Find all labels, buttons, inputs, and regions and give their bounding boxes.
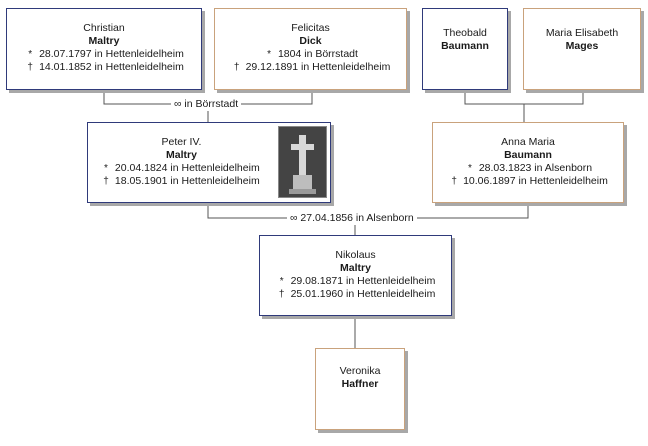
birth-event: * 29.08.1871 in Hettenleidelheim [260,275,451,288]
birth-event: * 28.03.1823 in Alsenborn [433,162,623,175]
surname: Maltry [340,262,371,274]
person-anna-maria[interactable]: Anna Maria Baumann * 28.03.1823 in Alsen… [432,122,624,203]
surname: Haffner [341,378,379,390]
given-name: Veronika [339,365,381,377]
birth-icon: * [279,276,284,287]
birth-text: 1804 in Börrstadt [277,48,358,60]
death-icon: † [278,289,285,300]
marriage-icon: ∞ [174,98,182,110]
death-text: 25.01.1960 in Hettenleidelheim [290,288,436,300]
given-name: Felicitas [291,22,330,34]
birth-icon: * [28,49,33,60]
gravestone-cross-icon [279,127,326,197]
marriage-label-peter-anna: ∞ 27.04.1856 in Alsenborn [287,212,417,225]
marriage-text: 27.04.1856 in Alsenborn [300,212,414,224]
person-christian[interactable]: Christian Maltry * 28.07.1797 in Hettenl… [6,8,202,90]
birth-text: 20.04.1824 in Hettenleidelheim [114,162,260,174]
surname: Baumann [504,149,552,161]
person-theobald[interactable]: Theobald Baumann [422,8,508,90]
connector-theobald-maria [464,90,584,105]
given-name: Anna Maria [501,136,555,148]
birth-icon: * [104,163,108,174]
death-event: † 14.01.1852 in Hettenleidelheim [7,61,201,74]
death-event: † 29.12.1891 in Hettenleidelheim [215,61,406,74]
given-name: Christian [83,22,125,34]
death-event: † 18.05.1901 in Hettenleidelheim [100,175,330,188]
birth-event: * 1804 in Börrstadt [215,48,406,61]
surname: Dick [299,35,322,47]
marriage-label-christian-felicitas: ∞ in Börrstadt [171,98,242,111]
given-name: Maria Elisabeth [545,27,619,39]
death-icon: † [233,62,240,73]
death-text: 29.12.1891 in Hettenleidelheim [245,61,391,73]
birth-text: 29.08.1871 in Hettenleidelheim [290,275,436,287]
gravestone-photo[interactable] [278,126,327,198]
person-veronika[interactable]: Veronika Haffner [315,348,405,430]
marriage-icon: ∞ [290,212,298,224]
birth-event: * 28.07.1797 in Hettenleidelheim [7,48,201,61]
given-name: Nikolaus [335,249,376,261]
death-icon: † [103,176,109,187]
person-felicitas[interactable]: Felicitas Dick * 1804 in Börrstadt † 29.… [214,8,407,90]
given-name: Theobald [443,27,487,39]
surname: Mages [565,40,599,52]
given-name: Peter IV. [161,136,202,148]
birth-text: 28.07.1797 in Hettenleidelheim [39,48,184,60]
birth-text: 28.03.1823 in Alsenborn [478,162,593,174]
surname: Maltry [166,149,197,161]
death-event: † 25.01.1960 in Hettenleidelheim [260,288,451,301]
death-text: 18.05.1901 in Hettenleidelheim [114,175,260,187]
person-maria-elisabeth[interactable]: Maria Elisabeth Mages [523,8,641,90]
death-text: 10.06.1897 in Hettenleidelheim [463,175,608,187]
death-icon: † [27,62,33,73]
birth-icon: * [267,49,271,60]
birth-event: * 20.04.1824 in Hettenleidelheim [100,162,330,175]
surname: Baumann [441,40,489,52]
death-text: 14.01.1852 in Hettenleidelheim [39,61,184,73]
death-icon: † [451,176,457,187]
birth-icon: * [467,163,472,174]
death-event: † 10.06.1897 in Hettenleidelheim [433,175,623,188]
marriage-text: in Börrstadt [184,98,239,110]
person-nikolaus[interactable]: Nikolaus Maltry * 29.08.1871 in Hettenle… [259,235,452,316]
surname: Maltry [88,35,120,47]
